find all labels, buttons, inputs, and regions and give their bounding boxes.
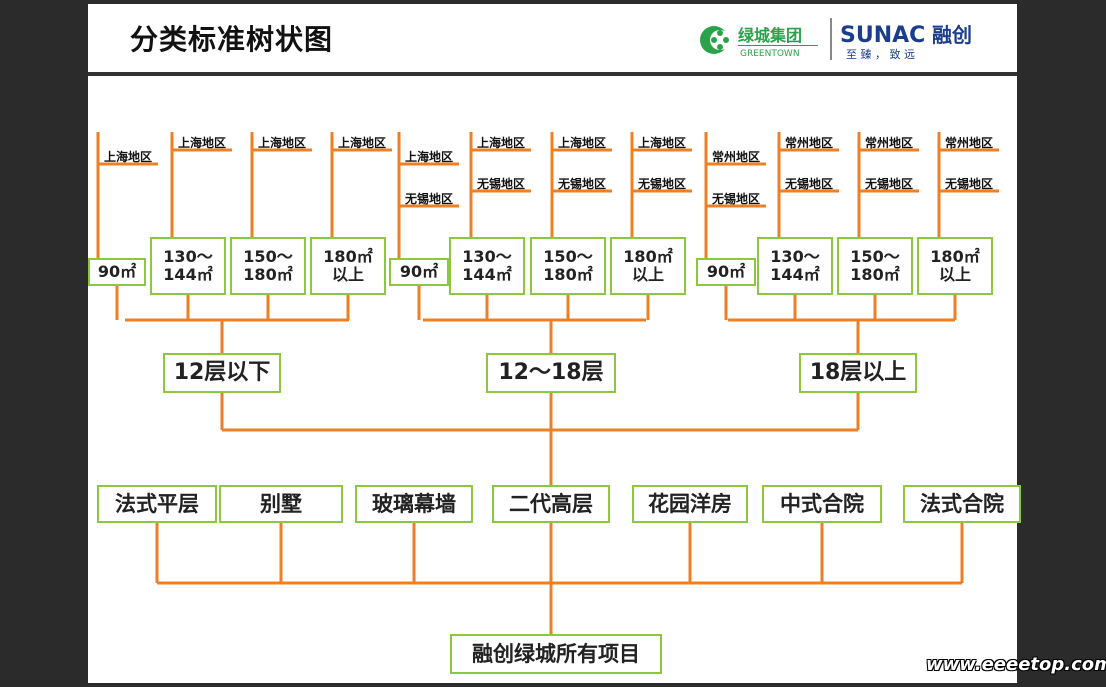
sunac-en-text: SUNAC [840,23,925,48]
product-type-node-label: 玻璃幕墙 [372,491,456,516]
product-type-node: 法式平层 [97,485,217,523]
size-node-label: 以上 [631,265,664,284]
size-node: 130～144㎡ [150,237,226,295]
region-label: 无锡地区 [558,177,607,191]
product-type-node: 中式合院 [762,485,882,523]
header-rule [88,72,1017,76]
product-type-node-label: 中式合院 [780,491,864,516]
sunac-logo: SUNAC 融创 至 臻 ， 致 远 [840,23,972,61]
size-node: 90㎡ [88,258,146,286]
size-node: 150～180㎡ [230,237,306,295]
greentown-logo: 绿城集团 GREENTOWN [700,26,818,59]
region-label: 上海地区 [104,150,153,164]
region-label: 常州地区 [945,136,994,150]
region-label: 常州地区 [785,136,834,150]
page-title: 分类标准树状图 [130,23,334,56]
size-node-label: 90㎡ [399,261,439,281]
size-node: 90㎡ [696,258,756,286]
size-node-label: 180㎡ [930,246,980,266]
product-type-node-label: 花园洋房 [648,491,732,516]
size-node-label: 144㎡ [163,265,213,284]
region-label: 上海地区 [178,136,227,150]
region-label: 无锡地区 [785,177,834,191]
header-bar: 分类标准树状图 绿城集团 GREENTOWN SUNAC 融创 至 臻 ， 致 … [88,4,1017,72]
size-node: 90㎡ [389,258,449,286]
sunac-slogan-text: 至 臻 ， 致 远 [846,47,915,61]
size-node-label: 150～ [850,246,900,266]
size-node-label: 150～ [543,246,593,266]
region-label: 无锡地区 [638,177,687,191]
region-label: 上海地区 [338,136,387,150]
floor-node: 12～18层 [486,353,616,393]
size-node-label: 130～ [163,246,213,266]
greentown-cn-text: 绿城集团 [738,26,802,45]
region-label: 上海地区 [638,136,687,150]
region-label: 无锡地区 [712,192,761,206]
region-label: 常州地区 [865,136,914,150]
region-label: 无锡地区 [945,177,994,191]
region-label: 常州地区 [712,150,761,164]
region-label: 无锡地区 [405,192,454,206]
region-label: 上海地区 [258,136,307,150]
floor-node-label: 18层以上 [809,360,907,386]
size-node-label: 180㎡ [243,265,293,284]
size-node-label: 130～ [770,246,820,266]
size-node-label: 90㎡ [706,261,746,281]
greentown-en-text: GREENTOWN [740,49,800,59]
root-node-label: 融创绿城所有项目 [472,641,640,666]
product-type-node-label: 法式合院 [920,491,1004,516]
region-label: 无锡地区 [477,177,526,191]
size-node: 150～180㎡ [837,237,913,295]
product-type-node: 二代高层 [492,485,610,523]
size-node-label: 180㎡ [850,265,900,284]
greentown-leaf-icon [700,26,730,54]
region-label: 上海地区 [405,150,454,164]
product-type-node-label: 别墅 [260,491,302,516]
size-node-label: 以上 [938,265,971,284]
product-type-node: 法式合院 [903,485,1021,523]
floor-node: 18层以上 [799,353,917,393]
size-node: 130～144㎡ [449,237,525,295]
product-type-node: 别墅 [219,485,343,523]
region-label: 无锡地区 [865,177,914,191]
size-node-label: 144㎡ [770,265,820,284]
region-label: 上海地区 [477,136,526,150]
product-type-node: 玻璃幕墙 [355,485,473,523]
size-node-label: 180㎡ [323,246,373,266]
logo-divider [830,18,832,60]
floor-node-label: 12层以下 [173,360,271,386]
sunac-cn-text: 融创 [932,23,972,47]
product-type-node-label: 二代高层 [509,491,593,516]
floor-node-label: 12～18层 [498,360,604,386]
watermark: www.eeeetop.com [926,654,1106,675]
size-node-label: 180㎡ [623,246,673,266]
region-label: 上海地区 [558,136,607,150]
product-type-node: 花园洋房 [632,485,748,523]
size-node-label: 180㎡ [543,265,593,284]
size-node-label: 130～ [462,246,512,266]
size-node-label: 150～ [243,246,293,266]
size-node: 150～180㎡ [530,237,606,295]
root-node: 融创绿城所有项目 [450,634,662,674]
size-node: 130～144㎡ [757,237,833,295]
size-node-label: 以上 [331,265,364,284]
product-type-node-label: 法式平层 [115,491,199,516]
size-node-label: 90㎡ [97,261,137,281]
size-node-label: 144㎡ [462,265,512,284]
floor-node: 12层以下 [163,353,281,393]
